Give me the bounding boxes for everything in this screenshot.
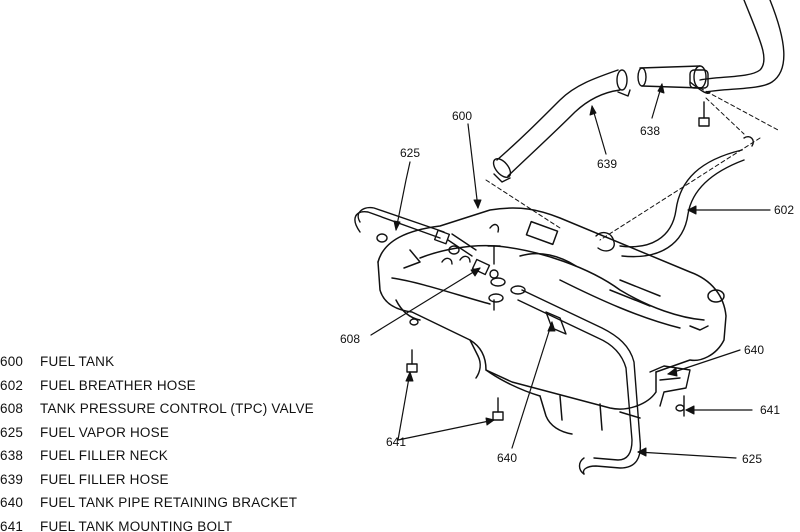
legend-number: 641 xyxy=(0,518,24,532)
legend-row: 625 FUEL VAPOR HOSE xyxy=(0,421,314,445)
callout-602: 602 xyxy=(774,203,794,217)
alignment-lines xyxy=(486,88,778,240)
legend-row: 638 FUEL FILLER NECK xyxy=(0,444,314,468)
callout-600: 600 xyxy=(452,109,472,123)
callout-labels: 600 602 608 625 625 638 639 640 640 641 … xyxy=(340,109,794,466)
legend-row: 600 FUEL TANK xyxy=(0,350,314,374)
vapor-hose-625-drawing xyxy=(355,208,476,256)
filler-hose-639-drawing xyxy=(490,70,620,182)
retaining-bracket-640-drawing xyxy=(546,312,690,416)
filler-hose-upper-drawing xyxy=(700,0,784,92)
callout-625-top: 625 xyxy=(400,146,420,160)
legend-row: 640 FUEL TANK PIPE RETAINING BRACKET xyxy=(0,491,314,515)
legend-label: FUEL VAPOR HOSE xyxy=(40,424,170,440)
legend-row: 641 FUEL TANK MOUNTING BOLT xyxy=(0,515,314,532)
fuel-pipe-drawing xyxy=(518,290,640,474)
legend-number: 600 xyxy=(0,354,24,370)
legend-label: FUEL BREATHER HOSE xyxy=(40,377,196,393)
callout-640-bottom: 640 xyxy=(497,451,517,465)
legend-label: FUEL FILLER HOSE xyxy=(40,471,169,487)
callout-625-bottom: 625 xyxy=(742,452,762,466)
legend-row: 639 FUEL FILLER HOSE xyxy=(0,468,314,492)
parts-legend: 600 FUEL TANK 602 FUEL BREATHER HOSE 608… xyxy=(0,350,314,532)
callout-608: 608 xyxy=(340,332,360,346)
callout-640-right: 640 xyxy=(744,343,764,357)
leader-lines xyxy=(371,84,770,458)
legend-number: 608 xyxy=(0,401,24,417)
fuel-tank-600-drawing xyxy=(378,208,726,434)
arrowheads xyxy=(394,84,696,456)
legend-label: FUEL FILLER NECK xyxy=(40,448,168,464)
legend-row: 602 FUEL BREATHER HOSE xyxy=(0,374,314,398)
filler-neck-drawing xyxy=(638,66,710,93)
legend-label: TANK PRESSURE CONTROL (TPC) VALVE xyxy=(40,401,314,417)
callout-641-left: 641 xyxy=(386,435,406,449)
mounting-bolts-641-drawing xyxy=(407,319,503,420)
legend-row: 608 TANK PRESSURE CONTROL (TPC) VALVE xyxy=(0,397,314,421)
legend-number: 638 xyxy=(0,448,24,464)
legend-number: 625 xyxy=(0,424,24,440)
legend-number: 640 xyxy=(0,495,24,511)
legend-label: FUEL TANK PIPE RETAINING BRACKET xyxy=(40,495,298,511)
tank-top-fittings xyxy=(377,225,614,310)
callout-639: 639 xyxy=(597,157,617,171)
legend-number: 602 xyxy=(0,377,24,393)
legend-label: FUEL TANK xyxy=(40,354,115,370)
bolt-top-drawing xyxy=(699,102,753,146)
legend-number: 639 xyxy=(0,471,24,487)
hose-clamp-top-drawing xyxy=(617,70,630,96)
breather-hose-602-drawing xyxy=(620,150,744,257)
legend-label: FUEL TANK MOUNTING BOLT xyxy=(40,518,233,532)
callout-641-right: 641 xyxy=(760,403,780,417)
callout-638: 638 xyxy=(640,124,660,138)
